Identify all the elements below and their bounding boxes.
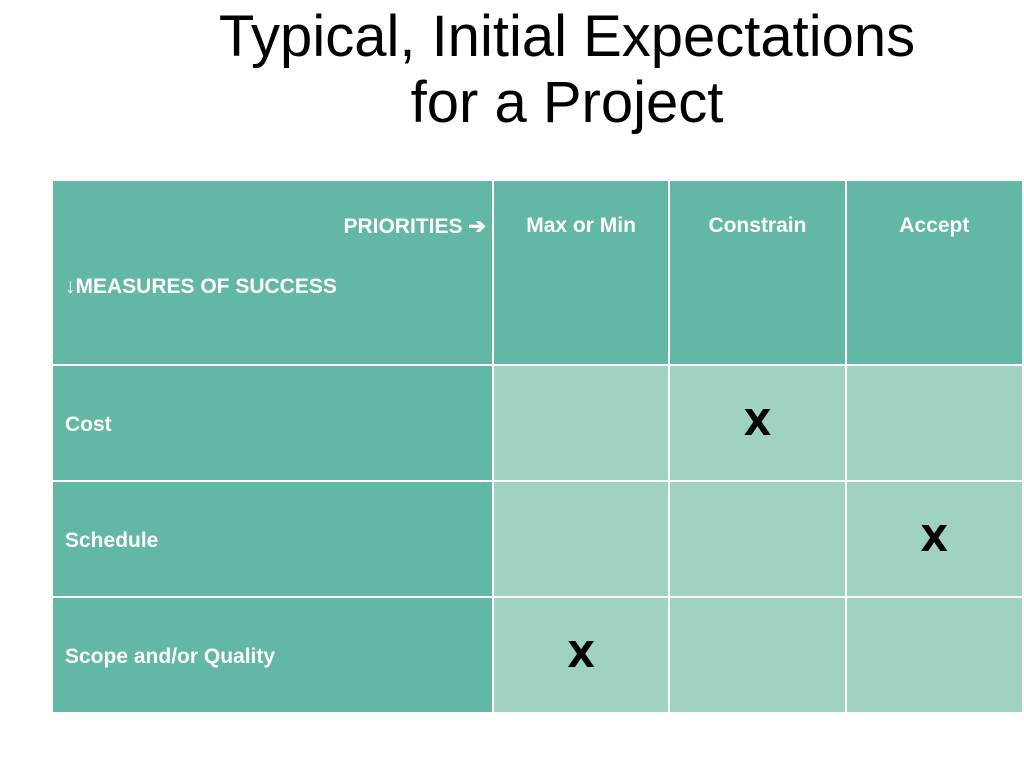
measures-of-success-label: ↓MEASURES OF SUCCESS — [65, 275, 337, 298]
cell-schedule-accept: X — [844, 480, 1024, 598]
slide-title-line-1: Typical, Initial Expectations — [218, 4, 916, 69]
row-label-cost: Cost — [51, 364, 494, 482]
slide-title-line-2: for a Project — [410, 70, 724, 135]
column-header-accept: Accept — [844, 179, 1024, 366]
slide-title: Typical, Initial Expectations for a Proj… — [110, 4, 1024, 136]
row-label-scope-quality: Scope and/or Quality — [51, 596, 494, 714]
table-row-cost: Cost X — [51, 364, 1024, 482]
cell-schedule-constrain — [668, 480, 847, 598]
table-corner-cell: PRIORITIES ➔ ↓MEASURES OF SUCCESS — [51, 179, 494, 366]
table-row-scope-quality: Scope and/or Quality X — [51, 596, 1024, 714]
cell-scope-accept — [844, 596, 1024, 714]
table-header-row: PRIORITIES ➔ ↓MEASURES OF SUCCESS Max or… — [51, 179, 1024, 366]
cell-scope-constrain — [668, 596, 847, 714]
cell-schedule-max-or-min — [491, 480, 671, 598]
row-label-schedule: Schedule — [51, 480, 494, 598]
column-header-constrain: Constrain — [668, 179, 847, 366]
table-row-schedule: Schedule X — [51, 480, 1024, 598]
priorities-table: PRIORITIES ➔ ↓MEASURES OF SUCCESS Max or… — [51, 179, 1024, 714]
cell-scope-max-or-min: X — [491, 596, 671, 714]
cell-cost-constrain: X — [668, 364, 847, 482]
cell-cost-max-or-min — [491, 364, 671, 482]
priorities-label: PRIORITIES ➔ — [343, 215, 486, 238]
column-header-max-or-min: Max or Min — [491, 179, 671, 366]
cell-cost-accept — [844, 364, 1024, 482]
